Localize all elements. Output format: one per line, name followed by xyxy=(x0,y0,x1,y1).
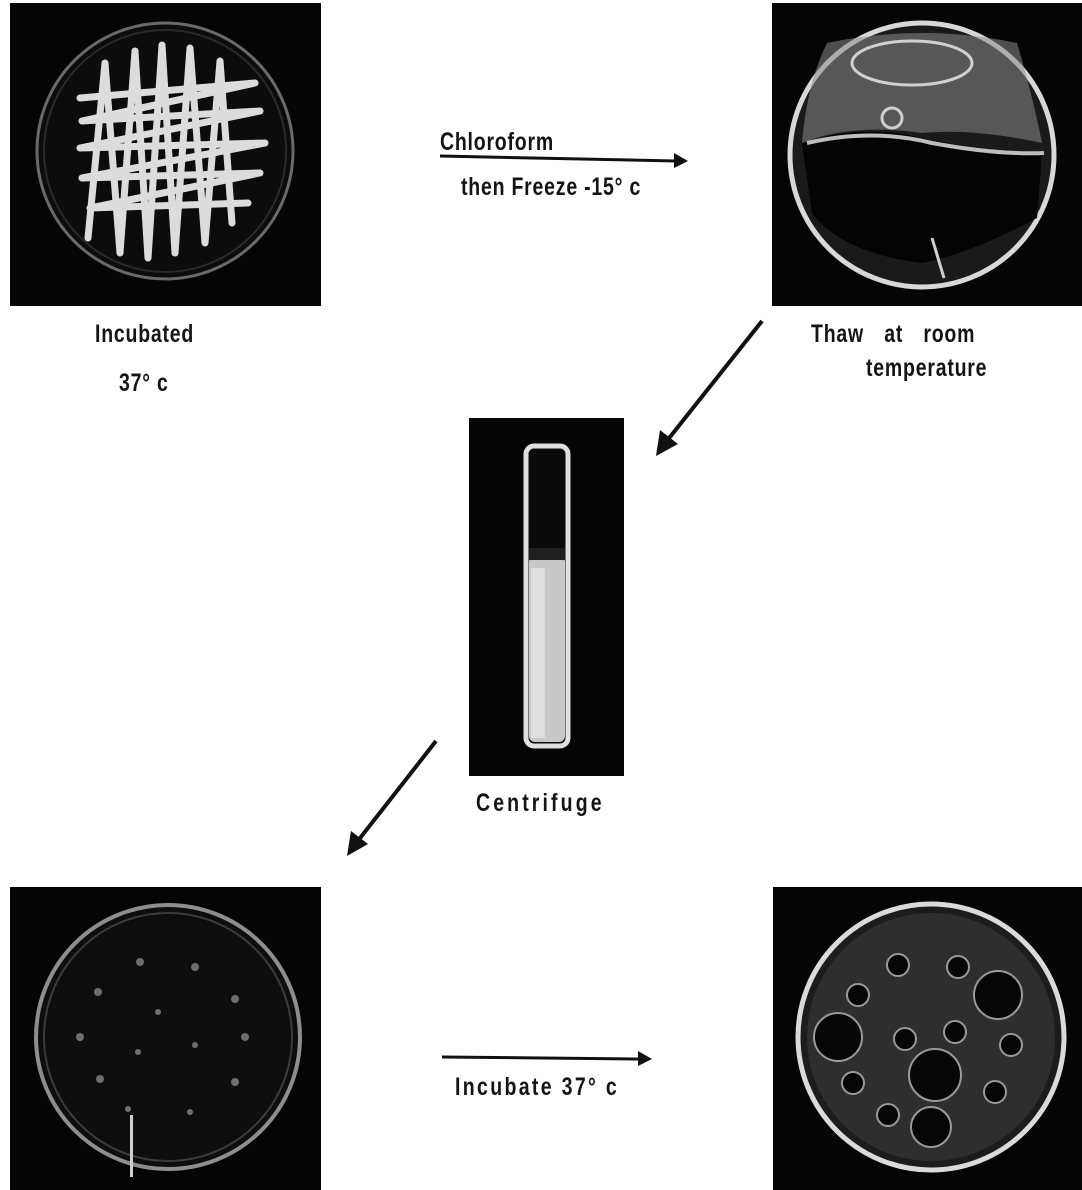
centrifuge-tube-image xyxy=(469,418,624,776)
transition2-label: Incubate 37° c xyxy=(455,1071,619,1103)
step1-caption-line2: 37° c xyxy=(119,367,169,399)
streaked-plate-image xyxy=(10,3,321,306)
step3-caption: Centrifuge xyxy=(476,787,605,819)
frozen-plate-photo xyxy=(772,3,1082,306)
plaques-plate-photo xyxy=(773,887,1082,1190)
arrow-diagonal-upper-icon xyxy=(652,318,767,460)
transition1-label-line2: then Freeze -15° c xyxy=(461,171,641,203)
drops-plate-image xyxy=(10,887,321,1190)
arrow-right-top-icon xyxy=(438,148,690,172)
centrifuge-tube-photo xyxy=(469,418,624,776)
step2-caption-line2: temperature xyxy=(866,352,987,384)
plaques-plate-image xyxy=(773,887,1082,1190)
step2-caption-line1: Thaw at room xyxy=(811,318,975,350)
arrow-right-bottom-icon xyxy=(440,1048,654,1070)
frozen-plate-image xyxy=(772,3,1082,306)
step1-caption-line1: Incubated xyxy=(95,318,194,350)
drops-plate-photo xyxy=(10,887,321,1190)
streaked-plate-photo xyxy=(10,3,321,306)
arrow-diagonal-lower-icon xyxy=(343,738,441,860)
